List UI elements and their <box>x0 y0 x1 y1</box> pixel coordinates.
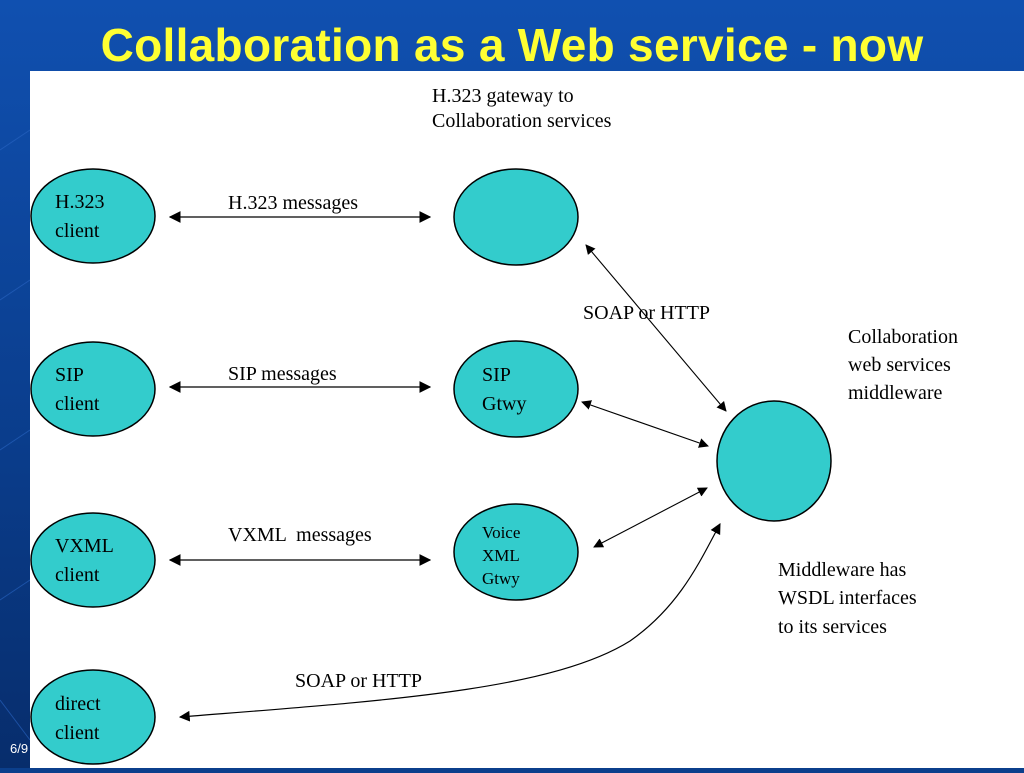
node-voice-xml-gateway: Voice XML Gtwy <box>453 503 579 601</box>
diagram-svg: H.323 client SIP client VXML client dire… <box>30 85 958 765</box>
node-sip-client: SIP client <box>30 341 156 437</box>
svg-text:Middleware has: Middleware has <box>778 559 907 581</box>
edge-direct-client-middleware: SOAP or HTTP <box>178 523 721 722</box>
node-h323-client: H.323 client <box>30 168 156 264</box>
edge-vxml-gateway-middleware <box>593 487 708 548</box>
svg-text:Collaboration services: Collaboration services <box>432 110 612 132</box>
node-direct-client: direct client <box>30 669 156 765</box>
svg-text:Collaboration: Collaboration <box>848 326 958 348</box>
svg-text:middleware: middleware <box>848 382 943 404</box>
svg-text:web services: web services <box>848 354 951 376</box>
edge-vxml-messages: VXML messages <box>168 524 432 566</box>
annotation-middleware: Collaboration web services middleware <box>848 326 958 404</box>
edge-h323-gateway-middleware: SOAP or HTTP <box>583 244 727 412</box>
node-middleware <box>716 400 832 522</box>
node-label: Gtwy <box>482 569 520 588</box>
node-vxml-client: VXML client <box>30 512 156 608</box>
slide-title: Collaboration as a Web service - now <box>100 19 924 71</box>
annotation-wsdl: Middleware has WSDL interfaces to its se… <box>778 559 917 638</box>
diagram-canvas: H.323 client SIP client VXML client dire… <box>30 71 1024 768</box>
edge-label: SOAP or HTTP <box>295 670 422 692</box>
node-h323-gateway <box>453 168 579 266</box>
edge-h323-messages: H.323 messages <box>168 192 432 223</box>
edge-label: VXML messages <box>228 524 372 546</box>
node-label: client <box>55 722 100 744</box>
edge-label: SIP messages <box>228 363 337 385</box>
node-label: SIP <box>55 364 84 386</box>
node-label: H.323 <box>55 191 104 213</box>
node-label: client <box>55 564 100 586</box>
svg-text:WSDL interfaces: WSDL interfaces <box>778 587 917 609</box>
slide-footer: 6/9 <box>10 741 29 756</box>
node-label: Gtwy <box>482 393 526 415</box>
node-label: direct <box>55 693 101 715</box>
node-label: Voice <box>482 523 520 542</box>
edge-label: H.323 messages <box>228 192 358 214</box>
svg-text:H.323 gateway to: H.323 gateway to <box>432 85 574 107</box>
node-label: client <box>55 220 100 242</box>
node-sip-gateway: SIP Gtwy <box>453 340 579 438</box>
node-label: VXML <box>55 535 114 557</box>
edge-sip-gateway-middleware <box>581 400 709 448</box>
node-label: SIP <box>482 364 511 386</box>
annotation-h323-gateway: H.323 gateway to Collaboration services <box>432 85 612 132</box>
edge-sip-messages: SIP messages <box>168 363 432 393</box>
node-label: client <box>55 393 100 415</box>
edge-label: SOAP or HTTP <box>583 302 710 324</box>
svg-text:to its services: to its services <box>778 616 887 638</box>
node-label: XML <box>482 546 520 565</box>
